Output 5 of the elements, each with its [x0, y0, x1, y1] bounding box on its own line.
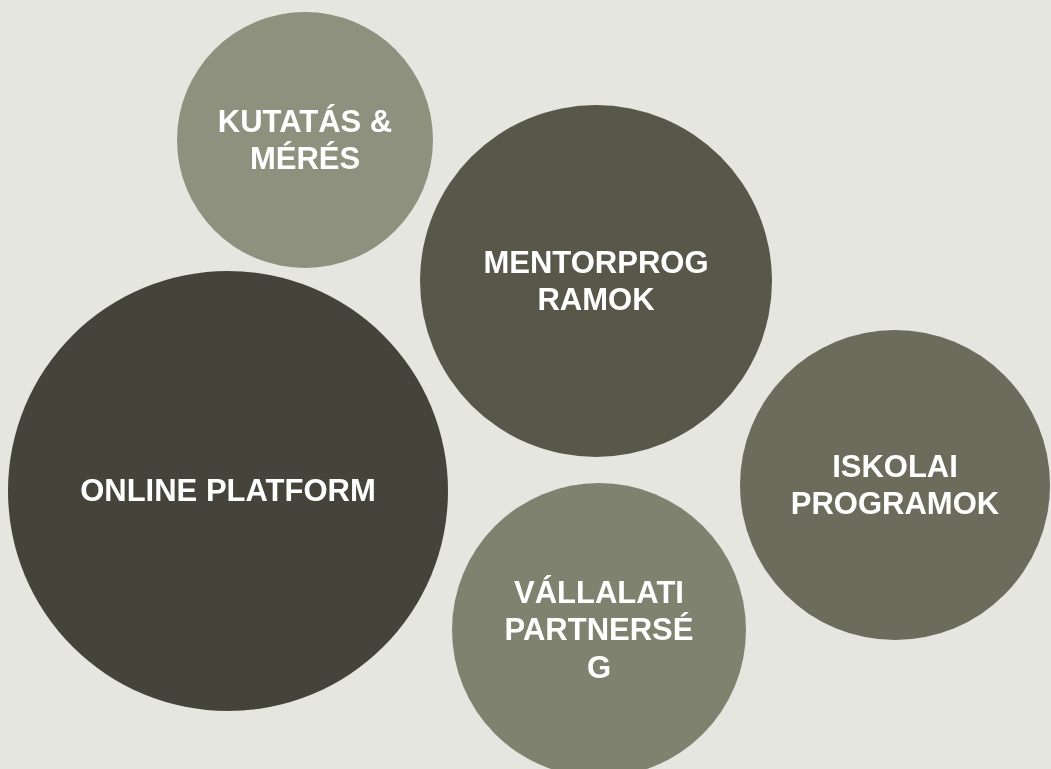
node-label: VÁLLALATI PARTNERSÉ G [503, 574, 695, 686]
node-label: MENTORPROG RAMOK [482, 243, 710, 319]
node-label: ONLINE PLATFORM [79, 472, 377, 510]
node-label: KUTATÁS & MÉRÉS [216, 102, 394, 178]
node-label: ISKOLAI PROGRAMOK [789, 447, 1001, 523]
